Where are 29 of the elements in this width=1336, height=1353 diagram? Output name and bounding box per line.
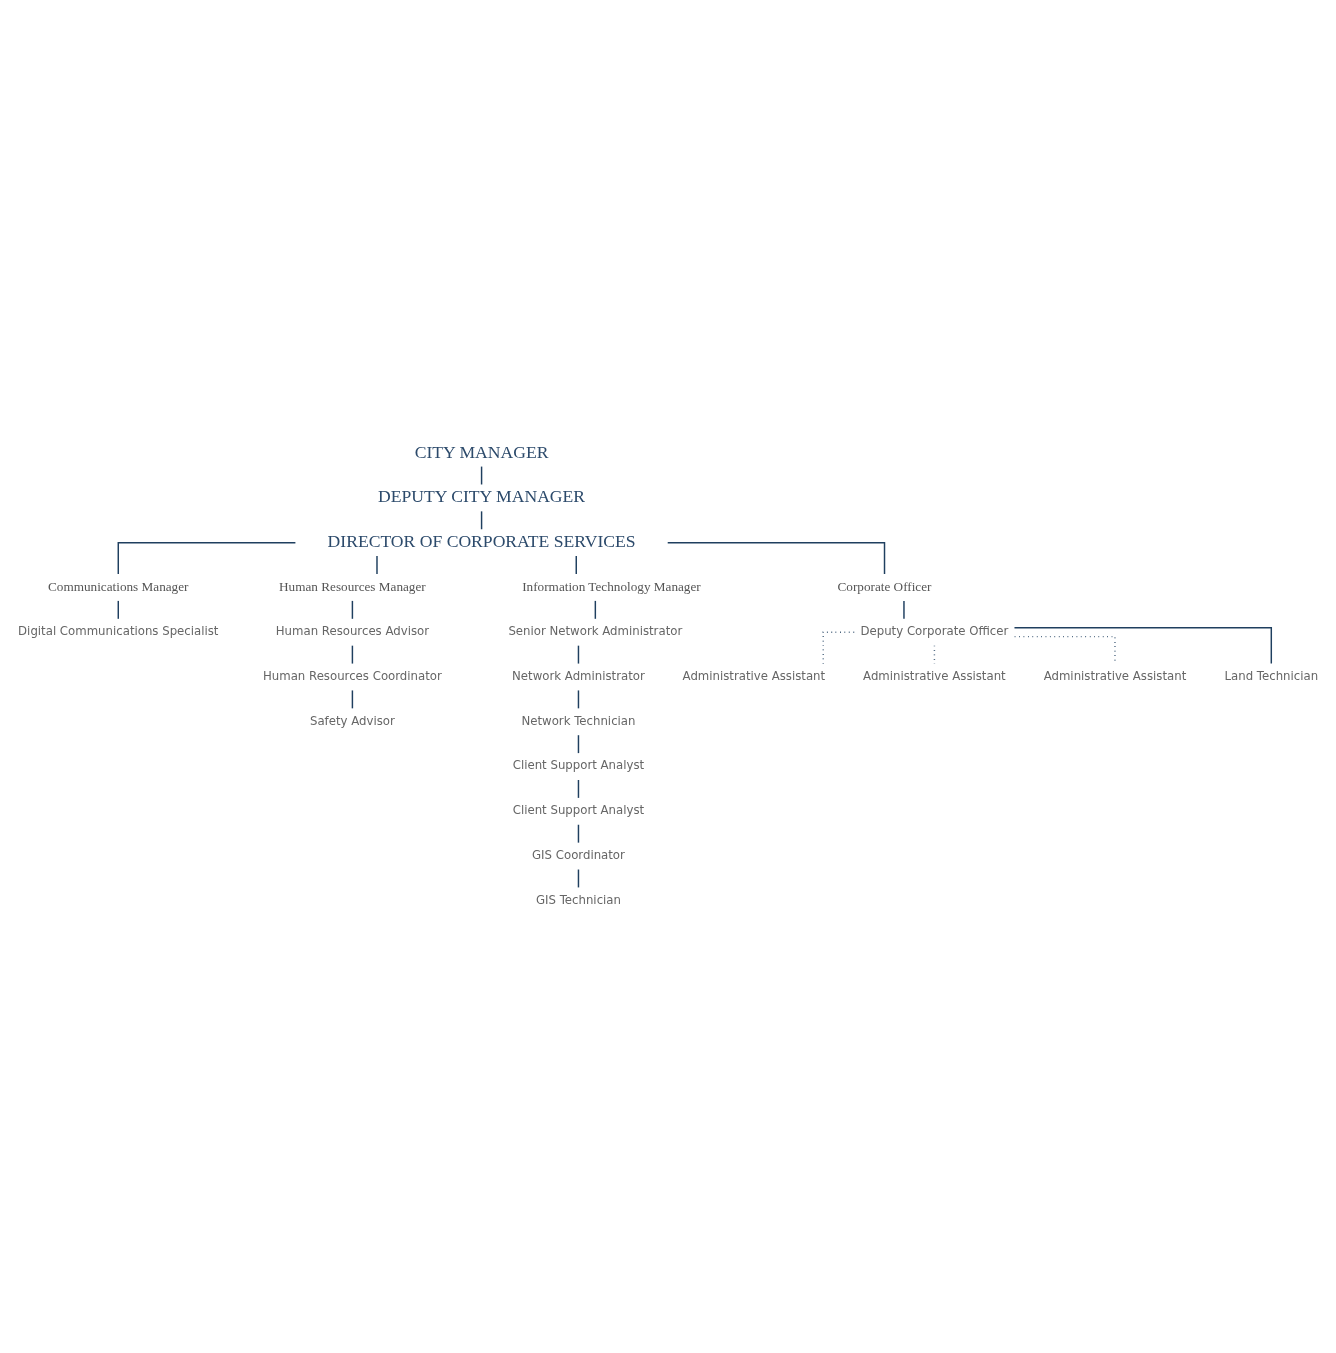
node-text: Human Resources Manager	[279, 578, 426, 594]
node-text: Administrative Assistant	[863, 668, 1006, 683]
node-text: Client Support Analyst	[512, 802, 645, 817]
node-text: Network Administrator	[512, 668, 645, 683]
connector	[117, 541, 297, 575]
node-text: GIS Technician	[535, 892, 621, 907]
connector	[903, 599, 905, 620]
node-text: CITY MANAGER	[414, 441, 549, 462]
node-text: Land Technician	[1224, 668, 1319, 683]
connector	[822, 631, 855, 664]
node-text: GIS Coordinator	[532, 847, 625, 862]
node-text: Corporate Officer	[837, 578, 932, 594]
node-text: DEPUTY CITY MANAGER	[378, 485, 586, 506]
connector	[376, 554, 378, 575]
node-text: Human Resources Advisor	[275, 623, 430, 638]
node-text: Digital Communications Specialist	[18, 623, 219, 638]
node-text: Network Technician	[521, 713, 636, 728]
node-text: Human Resources Coordinator	[262, 668, 442, 683]
node-text: Communications Manager	[48, 578, 189, 594]
node-text: Administrative Assistant	[1043, 668, 1187, 683]
node-text: Deputy Corporate Officer	[860, 623, 1009, 638]
node-text: Senior Network Administrator	[508, 623, 683, 638]
node-text: Administrative Assistant	[682, 668, 826, 683]
connector	[666, 541, 886, 575]
node-text: Information Technology Manager	[522, 578, 701, 594]
node-text: Safety Advisor	[309, 713, 395, 728]
node-text: Client Support Analyst	[512, 757, 645, 772]
connector	[1013, 626, 1273, 664]
node-text: DIRECTOR OF CORPORATE SERVICES	[327, 530, 636, 551]
